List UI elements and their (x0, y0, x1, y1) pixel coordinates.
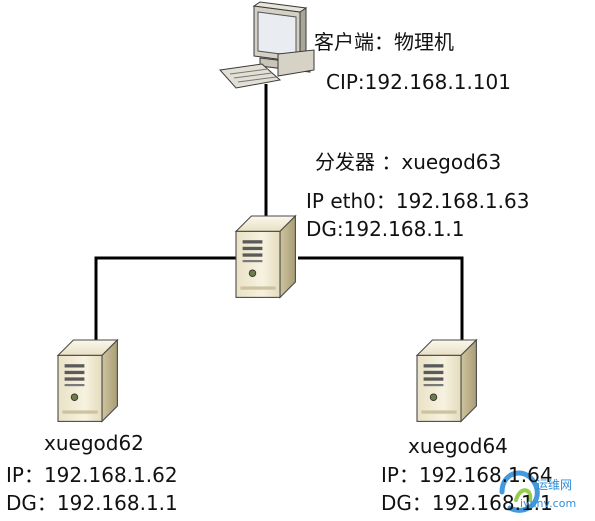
node-right-gateway: DG：192.168.1.1 (381, 491, 553, 515)
distributor-title: 分发器 ：xuegod63 (315, 150, 502, 174)
node-left-ip: IP：192.168.1.62 (6, 463, 178, 487)
server-icon-xuegod63 (235, 215, 296, 298)
node-right-name: xuegod64 (408, 434, 508, 458)
network-links (94, 84, 464, 350)
watermark-url: iyunv.com (520, 497, 577, 510)
client-computer-icon (219, 1, 315, 89)
link-distributor-to-xuegod62 (94, 256, 236, 350)
node-left-gateway: DG：192.168.1.1 (6, 491, 178, 515)
distributor-ip: IP eth0：192.168.1.63 (306, 189, 530, 213)
node-right-ip: IP：192.168.1.64 (381, 463, 553, 487)
node-left-name: xuegod62 (44, 431, 144, 455)
client-title: 客户端：物理机 (314, 30, 454, 54)
distributor-gateway: DG:192.168.1.1 (306, 217, 465, 241)
watermark-text: 运维网 (536, 478, 573, 492)
link-distributor-to-xuegod64 (298, 256, 464, 350)
client-ip: CIP:192.168.1.101 (326, 70, 511, 94)
server-icon-xuegod64 (416, 339, 477, 422)
watermark-logo-icon (499, 470, 540, 513)
server-icon-xuegod62 (57, 339, 118, 422)
